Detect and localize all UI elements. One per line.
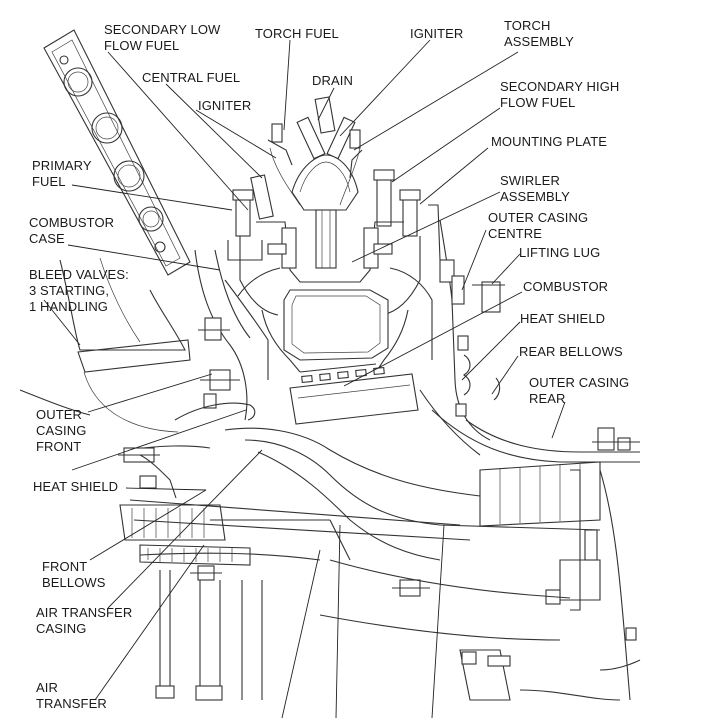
label-drain: DRAIN [312,73,353,88]
leader-outer-casing-rear [551,401,566,439]
leader-combustor [343,291,523,387]
leader-rear-bellows [491,355,519,395]
combustor-liner [237,267,433,425]
leader-igniter-top [339,39,431,137]
leader-primary-fuel [71,184,233,211]
leader-air-transfer-casing [107,449,263,609]
label-torch-fuel: TORCH FUEL [255,26,339,41]
leader-heat-shield-left-a [125,487,207,491]
leader-torch-fuel [283,39,291,131]
leader-mounting-plate [419,147,489,205]
label-combustor: COMBUSTOR [523,279,608,294]
label-swirler-assembly-2: ASSEMBLY [500,189,570,204]
label-primary-fuel-2: FUEL [32,174,66,189]
label-outer-casing-rear-1: OUTER CASING [529,375,629,390]
leader-flow-path [431,524,445,719]
label-heat-shield-right: HEAT SHIELD [520,311,605,326]
label-swirler-assembly-1: SWIRLER [500,173,560,188]
label-rear-bellows: REAR BELLOWS [519,344,623,359]
label-front-bellows-2: BELLOWS [42,575,106,590]
leader-heat-shield-right [461,321,521,381]
label-central-fuel: CENTRAL FUEL [142,70,240,85]
label-air-transfer-casing-2: CASING [36,621,86,636]
label-secondary-high-flow-fuel-2: FLOW FUEL [500,95,575,110]
label-bleed-valves-3: 1 HANDLING [29,299,108,314]
label-outer-casing-rear-2: REAR [529,391,566,406]
bleed-valve-port [138,206,164,232]
leader-combustor-case [67,244,221,271]
leader-drain [317,87,335,121]
leader-air-transfer [94,544,205,701]
label-secondary-high-flow-fuel-1: SECONDARY HIGH [500,79,619,94]
callout-labels: SECONDARY LOW FLOW FUEL TORCH FUEL IGNIT… [29,18,629,711]
leader-heat-shield-left-b [71,409,247,471]
label-primary-fuel-1: PRIMARY [32,158,92,173]
leader-bleed-valves [43,299,81,346]
label-bleed-valves-2: 3 STARTING, [29,283,109,298]
label-bleed-valves-1: BLEED VALVES: [29,267,129,282]
leader-lifting-lug [491,253,521,285]
label-igniter-top: IGNITER [410,26,463,41]
label-front-bellows-1: FRONT [42,559,87,574]
leader-lines [43,39,566,719]
leader-igniter-left [195,109,277,159]
label-heat-shield-left: HEAT SHIELD [33,479,118,494]
label-outer-casing-centre-1: OUTER CASING [488,210,588,225]
label-lifting-lug: LIFTING LUG [519,245,600,260]
bleed-valve-port [113,160,145,192]
label-outer-casing-front-1: OUTER [36,407,82,422]
torch-assembly-body [232,96,421,316]
turbine-section [319,461,641,701]
label-secondary-low-flow-fuel-2: FLOW FUEL [104,38,179,53]
label-air-transfer-2: TRANSFER [36,696,107,711]
label-combustor-case-2: CASE [29,231,65,246]
label-combustor-case-1: COMBUSTOR [29,215,114,230]
label-igniter-left: IGNITER [198,98,251,113]
leader-central-fuel [165,83,263,179]
label-outer-casing-centre-2: CENTRE [488,226,542,241]
leader-vane [335,524,341,719]
label-torch-assembly-1: TORCH [504,18,550,33]
air-transfer-casing [118,447,263,701]
label-torch-assembly-2: ASSEMBLY [504,34,574,49]
label-outer-casing-front-3: FRONT [36,439,81,454]
leader-secondary-low-flow-fuel [107,51,249,211]
flow-path-ducts [127,389,601,561]
leader-front-bellows [89,489,207,561]
leader-secondary-high-flow-fuel [391,107,501,183]
bleed-valve-port [63,67,93,97]
leader-outer-casing-front [87,373,213,413]
leader-duct [281,549,321,719]
leader-torch-assembly [353,51,519,151]
outer-casing-right [428,204,640,463]
label-air-transfer-1: AIR [36,680,58,695]
combustor-case-body [174,240,269,421]
label-secondary-low-flow-fuel-1: SECONDARY LOW [104,22,221,37]
bleed-valve-port [91,112,123,144]
label-air-transfer-casing-1: AIR TRANSFER [36,605,132,620]
label-mounting-plate: MOUNTING PLATE [491,134,607,149]
label-outer-casing-front-2: CASING [36,423,86,438]
leader-outer-casing-centre [461,229,487,291]
leader-swirler-assembly [351,191,501,263]
bleed-valve-manifold [19,29,191,433]
